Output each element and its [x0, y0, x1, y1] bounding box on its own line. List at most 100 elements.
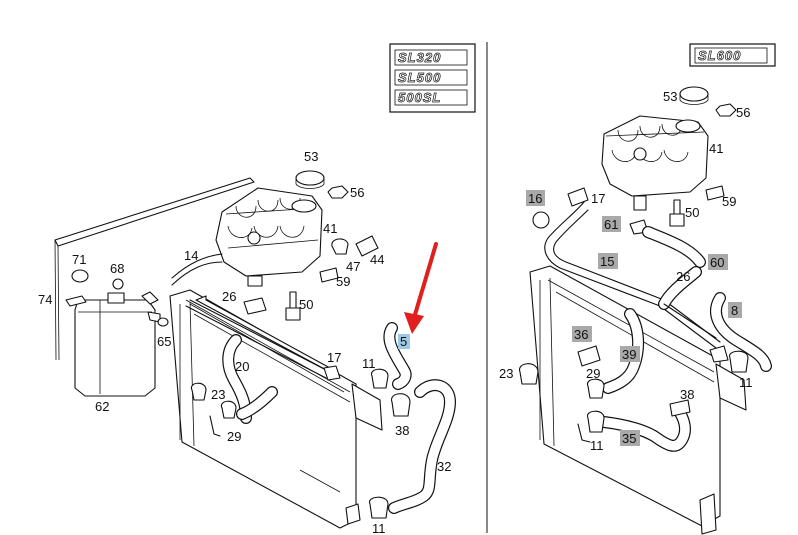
highlight-39 [620, 346, 640, 362]
label-17-right: 17 [591, 191, 605, 206]
label-35-right: 35 [622, 431, 636, 446]
label-11-right-top: 11 [739, 375, 753, 390]
label-56-left: 56 [350, 185, 364, 200]
label-32-left: 32 [437, 459, 451, 474]
hose-60 [642, 226, 706, 268]
clamp-29-right [586, 378, 605, 399]
hose-5 [383, 322, 412, 390]
fitting-17-right [567, 187, 589, 207]
hose-20 [222, 334, 278, 424]
label-29-left: 29 [227, 429, 241, 444]
label-5-left-text: 5 [400, 334, 407, 349]
label-60-right: 60 [710, 255, 724, 270]
label-11-left-top: 11 [362, 356, 376, 371]
label-14-left: 14 [184, 248, 198, 263]
hose-35 [598, 404, 691, 452]
label-8-right: 8 [731, 303, 738, 318]
nut-56 [327, 185, 349, 199]
label-53-right: 53 [663, 89, 677, 104]
cap-53 [295, 170, 325, 189]
clamp-11-left-bottom [369, 496, 389, 519]
sensor-50-left [285, 291, 301, 321]
pipe-top-right [663, 303, 717, 339]
clip-59 [319, 267, 339, 283]
label-47-left: 47 [346, 259, 360, 274]
label-65-left: 65 [157, 334, 171, 349]
badge-500sl: 500SL [398, 90, 441, 105]
clamp-26 [243, 297, 267, 315]
clamp-11-right-top [729, 350, 749, 373]
clip-59-right [705, 185, 725, 201]
cap-68 [112, 278, 124, 290]
label-39-right: 39 [622, 347, 636, 362]
highlight-5 [398, 334, 410, 349]
label-68-left: 68 [110, 261, 124, 276]
badge-sl320: SL320 [398, 50, 441, 65]
hose-26-right [658, 266, 702, 310]
label-20-left: 20 [235, 359, 249, 374]
label-71-left: 71 [72, 252, 86, 267]
label-36-right: 36 [574, 327, 588, 342]
red-arrow-indicator [404, 242, 438, 334]
label-53-left: 53 [304, 149, 318, 164]
label-59-right: 59 [722, 194, 736, 209]
label-41-right: 41 [709, 141, 723, 156]
hose-32 [388, 379, 456, 514]
reservoir-62 [65, 291, 161, 397]
badge-sl600: SL600 [698, 48, 741, 63]
hose-14 [171, 253, 223, 279]
highlight-36 [572, 326, 592, 342]
label-61-right: 61 [604, 217, 618, 232]
clip-65 [157, 317, 169, 327]
label-26-left: 26 [222, 289, 236, 304]
label-62-left: 62 [95, 399, 109, 414]
label-29-right: 29 [586, 366, 600, 381]
model-badge-right: SL600 [689, 43, 776, 67]
clamp-11-right-bottom [586, 410, 605, 433]
label-16-right: 16 [528, 191, 542, 206]
highlight-8 [728, 302, 742, 318]
label-11-right-bottom: 11 [590, 438, 604, 453]
left-panel: SL320 SL500 500SL [38, 43, 476, 535]
cap-53-right [679, 86, 709, 105]
label-17-left: 17 [327, 350, 341, 365]
highlight-60 [708, 254, 728, 270]
label-15-right: 15 [600, 254, 614, 269]
cap-16-right [532, 211, 550, 229]
hose-39 [602, 308, 645, 394]
clamp-29-left [220, 400, 237, 419]
hose-8 [710, 292, 772, 372]
label-44-left: 44 [370, 252, 384, 267]
label-23-left: 23 [211, 387, 225, 402]
label-41-left: 41 [323, 221, 337, 236]
clamp-38-right [669, 399, 691, 417]
badge-sl500: SL500 [398, 70, 441, 85]
fitting-36 [577, 345, 601, 367]
label-11-left-bottom: 11 [372, 521, 386, 535]
clamp-11-left-top [370, 368, 389, 389]
label-56-right: 56 [736, 105, 750, 120]
highlight-61 [602, 216, 621, 232]
right-panel: SL600 [499, 43, 776, 535]
bleed-line-74 [54, 177, 255, 247]
fitting-11-right-mid [709, 345, 729, 363]
sensor-50-right [669, 199, 685, 227]
expansion-tank-right [601, 115, 709, 211]
pipe-top-left [189, 299, 331, 373]
label-38-right: 38 [680, 387, 694, 402]
clamp-23-left [190, 382, 207, 401]
label-26-right: 26 [676, 269, 690, 284]
highlight-16 [526, 190, 545, 206]
label-50-left: 50 [299, 297, 313, 312]
nut-56-right [715, 103, 737, 117]
highlight-15 [598, 253, 618, 269]
radiator-left [169, 289, 383, 529]
label-59-left: 59 [336, 274, 350, 289]
highlight-35 [620, 430, 640, 446]
clamp-23-right [519, 363, 539, 385]
cap-71 [71, 269, 89, 283]
label-23-right: 23 [499, 366, 513, 381]
pipe-15 [544, 201, 717, 349]
label-50-right: 50 [685, 205, 699, 220]
